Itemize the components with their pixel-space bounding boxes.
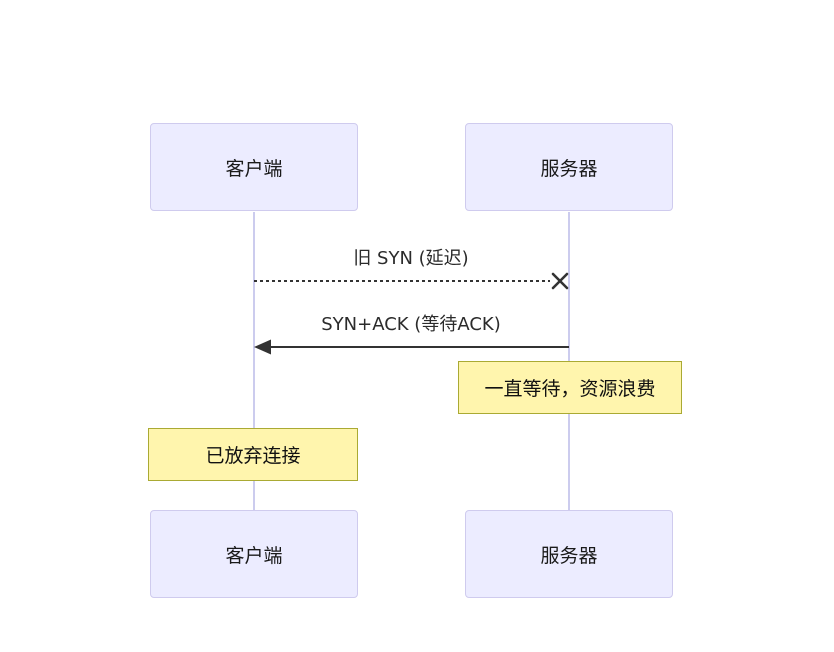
message-label-syn-ack: SYN+ACK (等待ACK) [321, 314, 501, 335]
cross-marker-icon [551, 272, 569, 290]
note-text: 已放弃连接 [205, 445, 301, 467]
note-client-abandoned: 已放弃连接 [148, 428, 358, 481]
note-server-waiting: 一直等待，资源浪费 [458, 361, 682, 414]
actor-server-bottom: 服务器 [465, 510, 673, 598]
actor-label: 服务器 [540, 157, 598, 180]
actor-label: 客户端 [225, 544, 283, 567]
arrowhead-icon [254, 339, 271, 355]
note-text: 一直等待，资源浪费 [484, 378, 656, 400]
lifeline-client [253, 212, 255, 510]
actor-server-top: 服务器 [465, 123, 673, 211]
actor-label: 客户端 [225, 157, 283, 180]
actor-client-bottom: 客户端 [150, 510, 358, 598]
message-label-old-syn: 旧 SYN (延迟) [353, 248, 469, 269]
actor-client-top: 客户端 [150, 123, 358, 211]
actor-label: 服务器 [540, 544, 598, 567]
